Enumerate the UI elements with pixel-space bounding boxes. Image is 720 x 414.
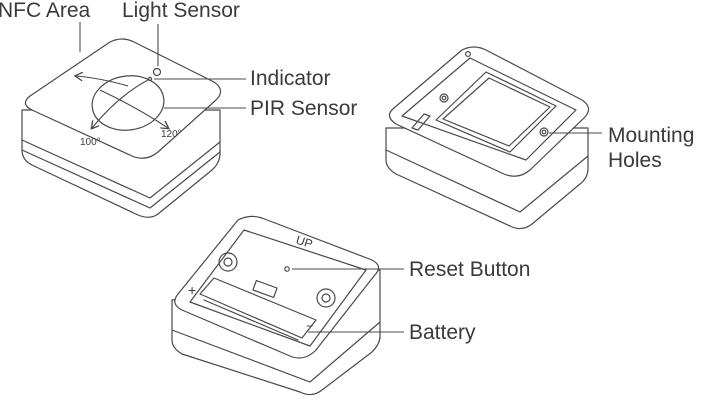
angle-120-label: 120° [161,129,182,140]
mounting-hole-top [439,93,449,103]
back-slot [411,113,431,131]
front-device-top [24,38,222,159]
light-sensor-dot [152,67,162,77]
minus-mark: − [306,319,314,333]
back-device-top [388,46,590,177]
back-window [435,71,557,153]
angle-120-arc [99,89,168,128]
indicator-label: Indicator [250,67,331,90]
screw-post-right [316,288,336,308]
nfc-area-label: NFC Area [0,0,91,22]
angle-100-arc [92,79,149,128]
pir-lens [91,75,165,131]
device-front-view [21,22,246,218]
light-sensor-label: Light Sensor [122,0,240,22]
mounting-holes-label-line2: Holes [608,149,662,172]
screw-post-left [218,252,238,272]
device-back-view [385,46,602,230]
battery-label: Battery [409,321,476,344]
nfc-arrow [76,76,129,87]
pir-sensor-label: PIR Sensor [250,97,358,120]
battery-cell [199,277,317,339]
indicator-dot [147,76,153,82]
reset-hole [284,266,290,272]
device-open-view [171,215,404,396]
mounting-holes-label-line1: Mounting [608,124,695,147]
reset-button-label: Reset Button [409,258,531,281]
angle-100-label: 100° [80,137,101,148]
plus-mark: + [188,282,197,298]
mounting-hole-right [539,127,549,137]
